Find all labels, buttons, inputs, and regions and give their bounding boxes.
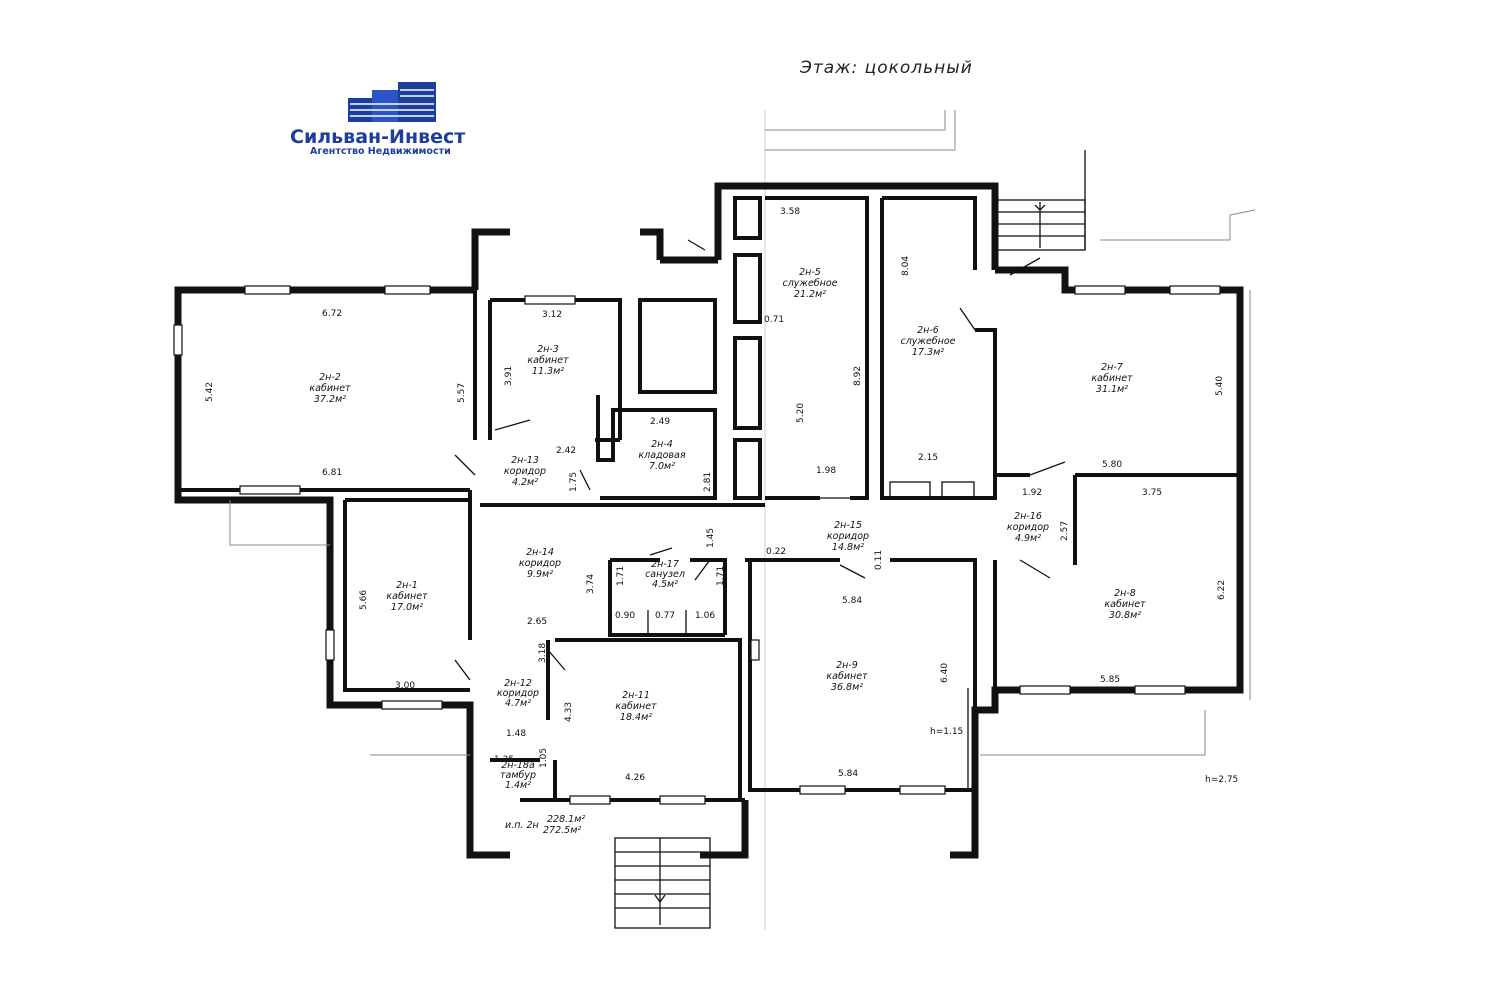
- plan-notes: h=1.15 h=2.75 и.п. 2н 228.1м² 272.5м²: [505, 727, 1238, 836]
- dimension: 2.57: [1060, 521, 1070, 541]
- dimension: 0.71: [764, 315, 784, 325]
- dimension: 1.75: [569, 472, 579, 492]
- dimension: 3.91: [504, 366, 514, 386]
- dimension: 5.20: [796, 403, 806, 423]
- dimension: 1.48: [506, 729, 526, 739]
- logo-subtitle: Агентство Недвижимости: [310, 146, 451, 157]
- dimension: 1.06: [695, 611, 715, 621]
- dimension: 3.58: [780, 207, 800, 217]
- dimension: 0.11: [874, 550, 884, 570]
- dimension: 5.42: [205, 382, 215, 402]
- dimension: 5.80: [1102, 460, 1122, 470]
- dimension: 0.90: [615, 611, 635, 621]
- area-total: 272.5м²: [543, 825, 581, 836]
- dimension: 8.04: [901, 256, 911, 276]
- dimension: 1.92: [1022, 488, 1042, 498]
- logo-name: Сильван-Инвест: [290, 126, 465, 148]
- dimension: 2.49: [650, 417, 670, 427]
- dimension: 5.84: [842, 596, 862, 606]
- dimension: 6.72: [322, 309, 342, 319]
- dimension: 6.81: [322, 468, 342, 478]
- dimension: 5.84: [838, 769, 858, 779]
- dimension: 1.35: [494, 755, 514, 765]
- dimension: 1.98: [816, 466, 836, 476]
- dimension: 2.15: [918, 453, 938, 463]
- dimension: 2.42: [556, 446, 576, 456]
- dimension: 2.81: [703, 472, 713, 492]
- height-local-note: h=1.15: [930, 727, 963, 737]
- building-logo-icon: [348, 82, 436, 122]
- dimension: 0.22: [766, 547, 786, 557]
- dimension: 6.40: [940, 663, 950, 683]
- ceiling-height-note: h=2.75: [1205, 775, 1238, 785]
- floor-title: Этаж: цокольный: [799, 58, 973, 78]
- walls: [173, 110, 1256, 929]
- dimension: 4.33: [564, 702, 574, 722]
- dimension: 3.75: [1142, 488, 1162, 498]
- dimension: 2.65: [527, 617, 547, 627]
- dimension: 6.22: [1217, 580, 1227, 600]
- dimension: 3.12: [542, 310, 562, 320]
- dimension: 3.18: [538, 643, 548, 663]
- dimension: 5.57: [457, 383, 467, 403]
- area-main: 228.1м²: [547, 814, 585, 825]
- company-logo: Сильван-Инвест Агентство Недвижимости: [290, 82, 465, 157]
- dimension: 1.45: [706, 528, 716, 548]
- dimension: 0.77: [655, 611, 675, 621]
- dimension: 1.71: [616, 566, 626, 586]
- dimension: 3.74: [586, 574, 596, 594]
- dimension: 1.05: [539, 748, 549, 768]
- dimension: 4.26: [625, 773, 645, 783]
- dimension: 8.92: [853, 366, 863, 386]
- dimension: 5.66: [359, 590, 369, 610]
- area-label: и.п. 2н: [505, 820, 539, 831]
- dimension: 5.40: [1215, 376, 1225, 396]
- dimension: 1.71: [716, 566, 726, 586]
- dimension: 5.85: [1100, 675, 1120, 685]
- dimension: 3.00: [395, 681, 415, 691]
- dimension-labels: 6.72 3.12 3.58 8.04 5.42 5.57 3.91 0.71 …: [205, 207, 1227, 783]
